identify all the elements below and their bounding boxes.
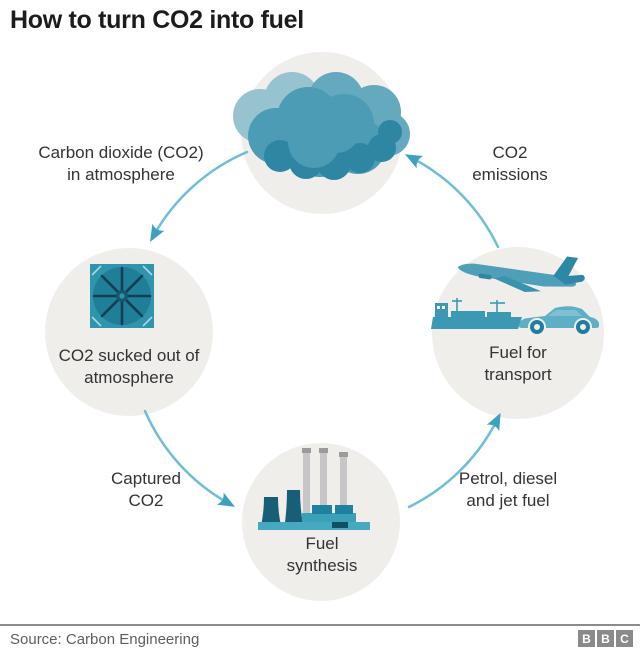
ship-icon	[431, 298, 522, 329]
transport-icons	[431, 256, 599, 336]
arrow-transport-to-atmosphere	[404, 154, 500, 249]
bbc-logo-block-3: C	[616, 630, 633, 647]
cycle-arrows	[143, 150, 501, 509]
factory-cooling-towers	[260, 490, 304, 530]
bbc-logo-block-2: B	[597, 630, 614, 647]
transport-node-circle	[432, 247, 604, 419]
arrow-capture-to-synthesis	[143, 409, 235, 507]
arrow-synthesis-to-transport	[407, 412, 501, 509]
factory-chimneys	[302, 448, 348, 516]
page-title: How to turn CO2 into fuel	[10, 6, 304, 34]
bbc-logo-block-1: B	[578, 630, 595, 647]
airplane-icon	[457, 256, 585, 292]
source-credit: Source: Carbon Engineering	[10, 631, 200, 648]
flow-label-synthesis-to-transport: Petrol, diesel and jet fuel	[458, 469, 558, 511]
synthesis-node-label: Fuel synthesis	[286, 534, 358, 576]
fan-icon	[90, 264, 154, 328]
flow-label-capture-to-synthesis: Captured CO2	[111, 469, 181, 511]
capture-node-circle	[45, 248, 213, 416]
bbc-logo: B B C	[578, 630, 633, 647]
car-icon	[519, 306, 599, 336]
flow-label-transport-to-atmosphere: CO2 emissions	[472, 143, 548, 185]
footer-divider	[0, 624, 640, 626]
capture-node-label: CO2 sucked out of atmosphere	[58, 346, 200, 388]
cloud-icon	[233, 72, 410, 180]
flow-label-atmosphere-to-capture: Carbon dioxide (CO2) in atmosphere	[38, 143, 204, 185]
arrow-atmosphere-to-capture	[150, 150, 249, 242]
transport-node-label: Fuel for transport	[484, 343, 552, 385]
factory-icon	[258, 448, 370, 530]
